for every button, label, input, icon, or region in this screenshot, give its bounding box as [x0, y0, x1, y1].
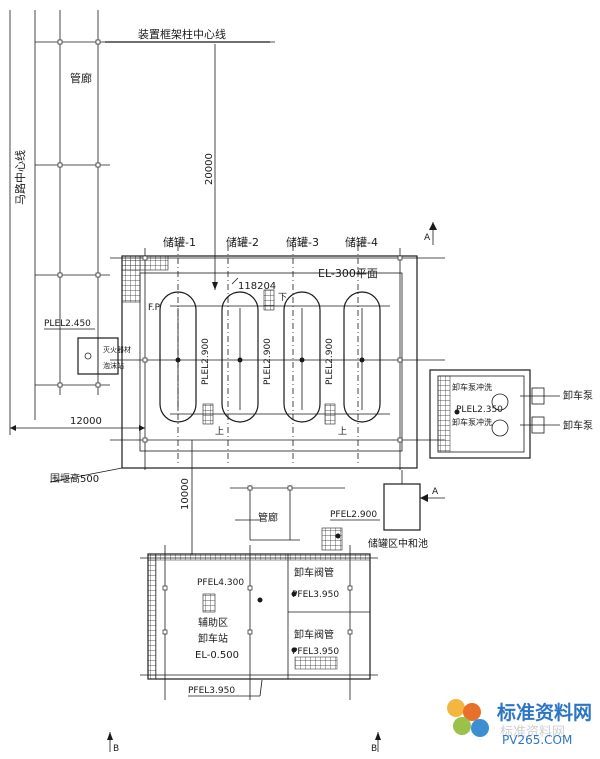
tank-3: [283, 291, 321, 423]
watermark-cn: 标准资料网: [497, 701, 592, 724]
pipe-rack-label-mid: 管廊: [258, 511, 278, 524]
watermark-en: PV265.COM: [502, 733, 572, 747]
fire-room: [77, 337, 119, 375]
tank-2-label: 储罐-2: [226, 235, 259, 249]
fp-label: F.P: [148, 303, 161, 313]
watermark-shadow: 标准资料网: [500, 725, 565, 740]
up-label-2: 上: [338, 426, 347, 437]
down-label: 下: [278, 293, 287, 303]
unload-flush-top-label: 卸车泵冲洗: [452, 382, 492, 392]
pfel-3950-b-label: PFEL3.950: [292, 647, 339, 657]
unloading-pump-area: [429, 369, 560, 459]
section-a-mid-label: A: [432, 487, 439, 497]
pipe-rack-label-top: 管廊: [70, 71, 92, 85]
aux-area-label: 辅助区: [198, 616, 228, 629]
tank-3-label: 储罐-3: [286, 235, 319, 249]
tank-1-elevation: PLEL2.900: [201, 338, 211, 385]
tank-4-label: 储罐-4: [345, 235, 378, 249]
road-centerline-label: 马路中心线: [13, 150, 27, 205]
plel-left-label: PLEL2.450: [44, 319, 91, 329]
tank-3-elevation: PLEL2.900: [325, 338, 335, 385]
unload-flush-bottom-label: 卸车泵冲洗: [452, 417, 492, 427]
stair-2: [324, 403, 336, 425]
el-300-label: EL-300平面: [318, 267, 378, 280]
tank-2: [221, 291, 259, 423]
unload-valve-bottom-label: 卸车阀管: [294, 628, 334, 641]
dim-12000-line: [10, 425, 145, 431]
section-b-right-marker: [375, 732, 381, 752]
section-b-right-label: B: [371, 744, 377, 754]
dim-20000: 20000: [204, 153, 215, 185]
pump-1-label: 卸车泵: [563, 389, 593, 402]
dim-10000: 10000: [180, 478, 191, 510]
unload-valve-top-label: 卸车阀管: [294, 566, 334, 579]
watermark-logo: [447, 699, 489, 737]
pfel-3950-a-label: PFEL3.950: [292, 590, 339, 600]
ref-118204-label: 118204: [238, 281, 276, 292]
pump-2-label: 卸车泵: [563, 419, 593, 432]
tank-dike: [110, 245, 445, 470]
unloading-station: [140, 545, 378, 700]
section-a-mid-marker: [420, 494, 445, 502]
tank-1-label: 储罐-1: [163, 235, 196, 249]
dim-12000: 12000: [70, 416, 102, 427]
section-a-top-marker: [429, 222, 437, 245]
neutralization-pool: [383, 470, 421, 531]
middle-pipe-rack: [230, 485, 345, 551]
stair-1: [202, 403, 214, 425]
tank-1: [159, 291, 197, 423]
fire-room-label: 灭火器材: [103, 345, 131, 354]
tank-2-elevation: PLEL2.900: [263, 338, 273, 385]
foam-room-label: 泡沫站: [103, 361, 124, 370]
el-0500-label: EL-0.500: [195, 650, 239, 661]
neutral-pool-label: 储罐区中和池: [368, 537, 428, 550]
dike-height-label: 围堰高500: [50, 472, 99, 485]
stair-3: [263, 289, 275, 311]
unload-station-label: 卸车站: [198, 632, 228, 645]
section-b-left-marker: [107, 732, 113, 752]
top-grid: [35, 10, 275, 395]
frame-centerline-label: 装置框架柱中心线: [138, 27, 226, 41]
tank-4: [343, 291, 381, 423]
section-a-top-label: A: [424, 233, 431, 243]
section-b-left-label: B: [113, 744, 119, 754]
plel-2350-label: PLEL2.350: [456, 405, 503, 415]
pfel-290-label: PFEL2.900: [330, 510, 377, 520]
pfel-430-label: PFEL4.300: [197, 578, 244, 588]
pfel-3950-c-label: PFEL3.950: [188, 686, 235, 696]
up-label-1: 上: [215, 426, 224, 437]
